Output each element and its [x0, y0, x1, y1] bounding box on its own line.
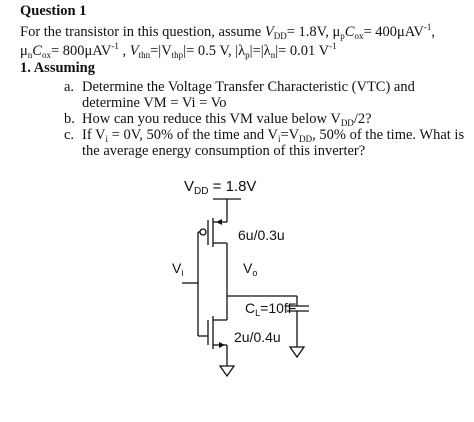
vdd-sub: DD: [273, 31, 287, 41]
mun-sub: n: [27, 50, 33, 60]
intro-lead: For the transistor in this question, ass…: [20, 24, 265, 40]
item-a-line2: determine VM = Vi = Vo: [82, 95, 227, 111]
mup-tail: ,: [431, 24, 435, 40]
mup-value: = 400μAV: [363, 24, 424, 40]
vdd-value: = 1.8V,: [286, 24, 333, 40]
item-a-line1: Determine the Voltage Transfer Character…: [82, 79, 415, 95]
vdd-label: VDD = 1.8V: [184, 178, 256, 197]
cox-symbol: C: [344, 24, 355, 40]
vth-value: |= 0.5 V, |λ: [183, 43, 246, 59]
cox-sub: ox: [354, 31, 364, 41]
lambda-n-sub: n: [270, 50, 276, 60]
vthp-sub: thp: [171, 50, 184, 60]
mup-exp: -1: [423, 22, 432, 32]
lambda-n-eq: |=|λ: [249, 43, 271, 59]
output-label: Vo: [243, 260, 257, 278]
item-c-label: c.: [64, 127, 75, 143]
pmos-gate-bubble: [199, 228, 207, 236]
pmos-arrow-icon: [216, 219, 222, 225]
item-b-main: How can you reduce this VM value below V: [82, 111, 341, 127]
cox-symbol-2: C: [32, 43, 42, 59]
nmos-size-label: 2u/0.4u: [234, 329, 281, 345]
item-c-line1: If Vi = 0V, 50% of the time and Vi=VDD, …: [82, 127, 464, 147]
item-c-sub1: i: [105, 134, 109, 144]
item-c-sub2: i: [277, 134, 281, 144]
load-cap-label: CL=10fF: [245, 300, 296, 318]
mup-sub: p: [340, 31, 345, 41]
vdd-symbol: V: [264, 24, 274, 40]
item-b-sub: DD: [340, 118, 354, 128]
vthn-sub: thn: [138, 50, 151, 60]
mun-exp: -1: [111, 41, 119, 51]
item-c-b: = 0V, 50% of the time and V: [108, 127, 278, 143]
pmos-size-label: 6u/0.3u: [238, 227, 285, 243]
vthp-eq: =|V: [150, 43, 172, 59]
item-c-a: If V: [82, 127, 106, 143]
item-c-c: =V: [280, 127, 300, 143]
lambda-exp: -1: [329, 41, 337, 51]
nmos-arrow-icon: [219, 342, 225, 348]
cox-sub-2: ox: [41, 50, 51, 60]
cap-ground-icon: [288, 346, 306, 359]
lambda-value: |= 0.01 V: [275, 43, 330, 59]
mun-symbol: μ: [20, 43, 28, 59]
vthn-symbol: V: [129, 43, 139, 59]
item-1: 1. Assuming: [20, 60, 95, 76]
mun-value: = 800μAV: [50, 43, 112, 59]
item-c-sub3: DD: [299, 134, 313, 144]
nmos-ground-icon: [218, 365, 236, 378]
item-b-tail: /2?: [353, 111, 372, 127]
question-heading: Question 1: [20, 3, 87, 19]
item-b-text: How can you reduce this VM value below V…: [82, 111, 372, 131]
item-c-line2: the average energy consumption of this i…: [82, 143, 366, 159]
item-c-d: , 50% of the time. What is: [312, 127, 465, 143]
mup-symbol: μ: [332, 24, 341, 40]
params-sep: ,: [118, 43, 130, 59]
intro-line: For the transistor in this question, ass…: [20, 19, 435, 44]
input-label: Vi: [172, 260, 183, 278]
lambda-p-sub: p: [245, 50, 250, 60]
item-a-label: a.: [64, 79, 75, 95]
item-b-label: b.: [64, 111, 75, 127]
params-line: μnCox= 800μAV-1 , Vthn=|Vthp|= 0.5 V, |λ…: [20, 38, 337, 63]
